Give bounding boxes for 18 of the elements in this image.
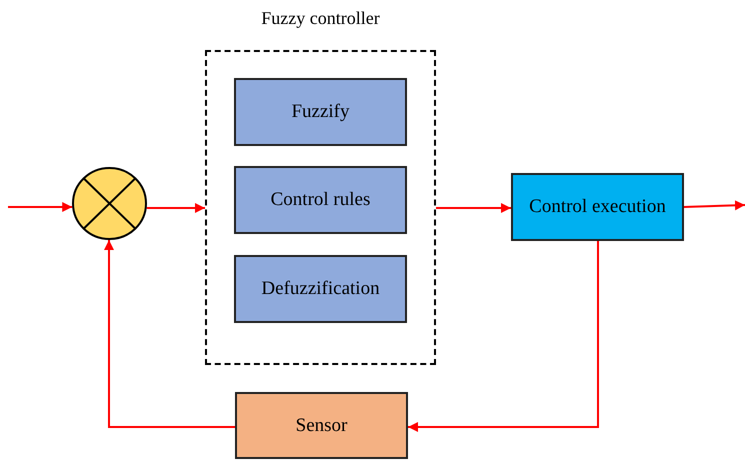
arrow bbox=[408, 241, 599, 432]
box-label: Control rules bbox=[270, 188, 372, 212]
process-box bbox=[235, 392, 408, 459]
arrow bbox=[684, 200, 745, 210]
arrow bbox=[104, 240, 235, 428]
box-label: Sensor bbox=[294, 414, 348, 438]
arrow bbox=[8, 202, 72, 212]
arrow bbox=[146, 203, 205, 213]
process-box bbox=[511, 173, 684, 241]
summing-junction bbox=[72, 167, 147, 240]
box-label: Defuzzification bbox=[260, 277, 381, 301]
process-box bbox=[234, 78, 407, 146]
arrow bbox=[436, 203, 511, 213]
process-box bbox=[234, 166, 407, 234]
process-box bbox=[234, 255, 407, 323]
box-label: Control execution bbox=[528, 195, 667, 219]
group-title: Fuzzy controller bbox=[260, 7, 381, 30]
box-label: Fuzzify bbox=[290, 100, 351, 124]
